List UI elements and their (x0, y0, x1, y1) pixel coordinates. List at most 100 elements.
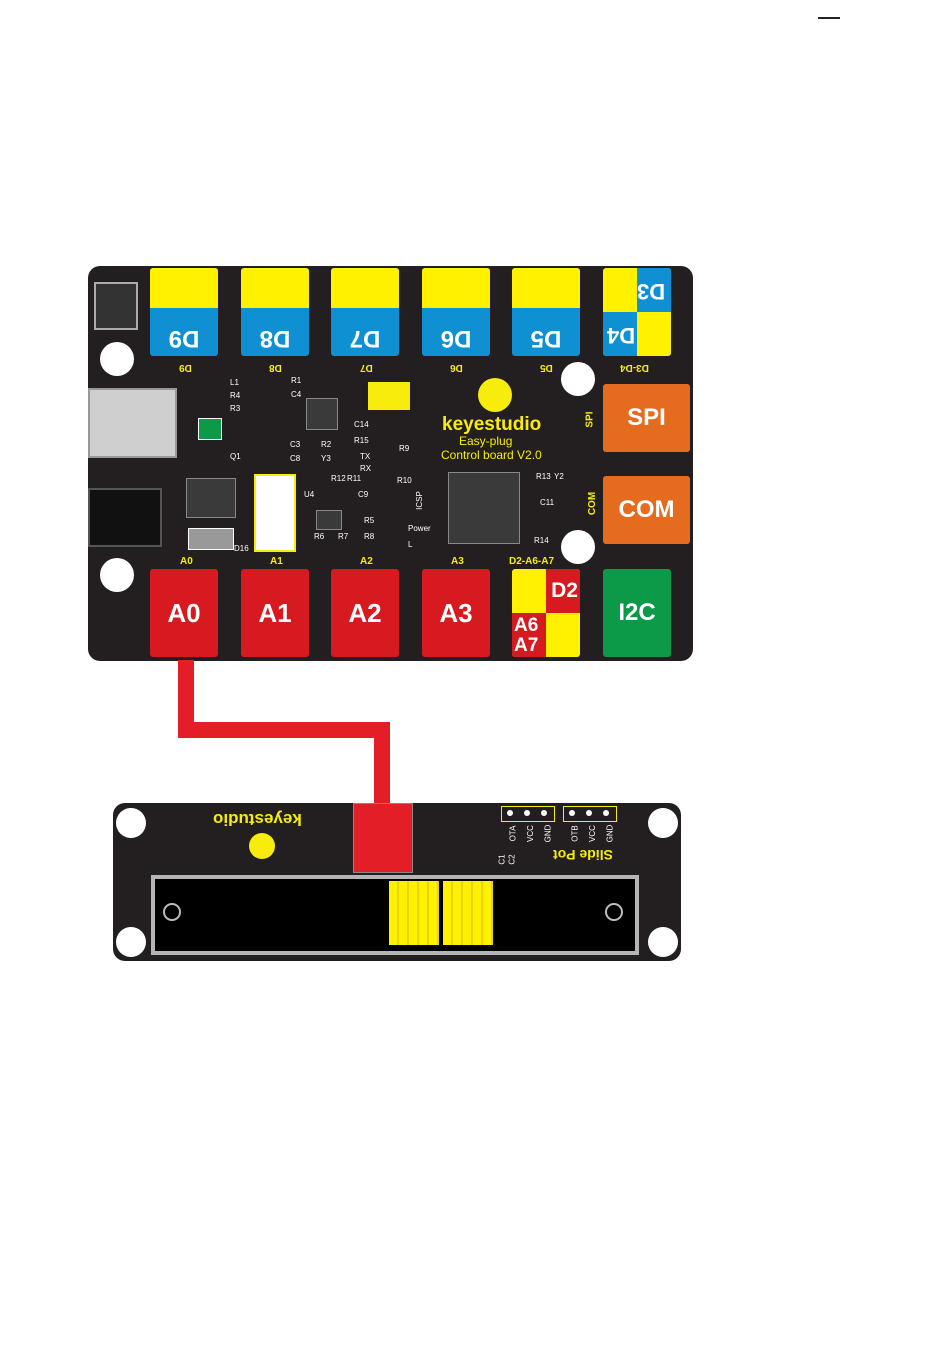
silk-u4: U4 (304, 490, 315, 499)
port-d3-d4: D3 D4 (603, 268, 671, 356)
port-d5: D5 (512, 268, 580, 356)
port-a0: A0 (150, 569, 218, 657)
silk-a2: A2 (360, 556, 373, 567)
port-d4-quadrant (603, 312, 637, 356)
silk-com: COM (587, 491, 599, 516)
slider-knob-right[interactable] (443, 881, 493, 945)
board-subtitle-2: Control board V2.0 (441, 448, 542, 462)
silk-icsp: ICSP (414, 491, 424, 510)
silk-r15: R15 (354, 436, 369, 445)
port-d8: D8 (241, 268, 309, 356)
track-screw-right (605, 903, 623, 921)
pot-hole-top-right (648, 808, 678, 838)
slider-knob-left[interactable] (389, 881, 439, 945)
silk-d6: D6 (450, 362, 463, 373)
port-top-strip (150, 268, 218, 309)
silk-r12: R12 (331, 474, 346, 483)
silk-y3: Y3 (321, 454, 331, 463)
port-d3-quadrant (637, 268, 671, 312)
port-d2-label: D2 (551, 579, 578, 602)
port-a6-label: A6 (514, 615, 539, 636)
port-a1: A1 (241, 569, 309, 657)
control-board: D9 D8 D7 D6 D5 D3 D4 D9 D8 D7 D6 D5 D3-D… (88, 266, 693, 661)
u4-chip (316, 510, 342, 530)
pot-header-a (501, 806, 555, 822)
silk-r5: R5 (364, 516, 375, 525)
pin-label-ota: OTA (508, 825, 518, 842)
pot-hole-bottom-right (648, 927, 678, 957)
regulator-chip (186, 478, 236, 518)
port-a6a7-quadrant (512, 613, 546, 657)
pot-hole-top-left (116, 808, 146, 838)
silk-c9: C9 (358, 490, 369, 499)
mount-hole-mid-bottom (561, 530, 595, 564)
silk-d7: D7 (360, 362, 373, 373)
silk-r13: R13 (536, 472, 551, 481)
silk-tx: TX (360, 452, 371, 461)
pin (541, 810, 547, 816)
port-top-strip (512, 268, 580, 309)
track-screw-left (163, 903, 181, 921)
pot-hole-bottom-left (116, 927, 146, 957)
pin-label-vcc-b: VCC (587, 825, 597, 842)
mount-hole-top-left (100, 342, 134, 376)
wire-segment-1 (178, 660, 194, 726)
pin (586, 810, 592, 816)
pin-label-otb: OTB (570, 825, 580, 842)
pin-label-gnd-a: GND (543, 824, 553, 843)
port-label: D8 (259, 325, 291, 352)
slide-pot-module: keyestudio OTA VCC GND OTB VCC GND C1 C2… (113, 803, 681, 961)
usb-chip (306, 398, 338, 430)
port-label: D9 (168, 325, 200, 352)
silk-q1: Q1 (230, 452, 241, 461)
port-d9: D9 (150, 268, 218, 356)
silk-d9: D9 (179, 362, 192, 373)
pin-label-vcc-a: VCC (525, 825, 535, 842)
silk-a0: A0 (180, 556, 193, 567)
silk-r9: R9 (399, 444, 410, 453)
silk-c11: C11 (540, 498, 555, 507)
port-d3-label: D3 (636, 279, 665, 304)
silk-c3: C3 (290, 440, 301, 449)
mount-hole-mid-top (561, 362, 595, 396)
pot-connector (353, 803, 413, 873)
pot-header-b (563, 806, 617, 822)
port-d2-quadrant (546, 569, 580, 613)
port-top-strip (422, 268, 490, 309)
silk-r7: R7 (338, 532, 349, 541)
silk-r8: R8 (364, 532, 375, 541)
pin (507, 810, 513, 816)
cap-label-c1: C1 (497, 854, 507, 865)
port-d2-a6-a7: D2 A6 A7 (512, 569, 580, 657)
silk-r11: R11 (347, 474, 362, 483)
pot-brand: keyestudio (213, 810, 302, 829)
port-com: COM (603, 476, 690, 544)
ladybug-logo (478, 378, 512, 412)
silk-y2: Y2 (554, 472, 564, 481)
mount-hole-bottom-left (100, 558, 134, 592)
silk-a3: A3 (451, 556, 464, 567)
icsp-header (368, 382, 410, 410)
board-subtitle-1: Easy-plug (459, 434, 513, 448)
silk-power: Power (408, 524, 431, 533)
port-a7-label: A7 (514, 635, 539, 656)
wire-segment-3 (374, 722, 390, 804)
capacitor-left (254, 474, 296, 552)
header-dash (818, 17, 840, 19)
silk-d8: D8 (269, 362, 282, 373)
port-a2: A2 (331, 569, 399, 657)
silk-l1: L1 (230, 378, 239, 387)
silk-c4: C4 (291, 390, 302, 399)
silk-r3: R3 (230, 404, 241, 413)
diode-d16 (188, 528, 234, 550)
port-i2c: I2C (603, 569, 671, 657)
port-label: D7 (349, 325, 381, 352)
silk-r14: R14 (534, 536, 549, 545)
pot-title: Slide Pot (553, 847, 613, 863)
silk-spi: SPI (584, 411, 596, 428)
port-top-strip (331, 268, 399, 309)
silk-a1: A1 (270, 556, 283, 567)
port-spi: SPI (603, 384, 690, 452)
silk-d2-a6-a7: D2-A6-A7 (509, 556, 555, 567)
port-d4-label: D4 (607, 323, 636, 348)
